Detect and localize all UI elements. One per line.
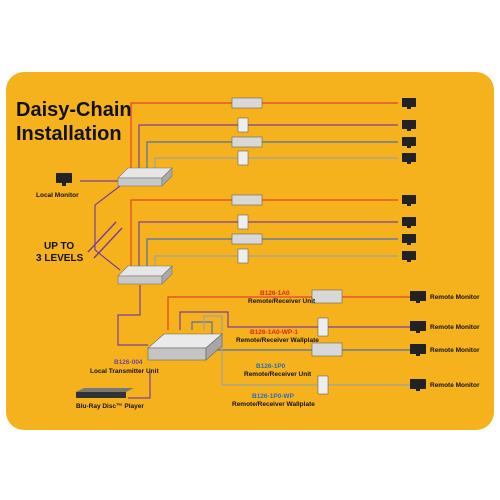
receiver-2-name: Remote/Receiver Wallplate [236,337,319,344]
title-line-2: Installation [16,123,122,145]
remote-monitor-label-3: Remote Monitor [430,347,480,354]
remote-monitor-label-1: Remote Monitor [430,294,480,301]
cable-tx-gray [203,315,318,386]
remote-monitor-label-4: Remote Monitor [430,382,480,389]
local-monitor-label: Local Monitor [36,192,79,199]
receiver-1-model: B126-1A0 [260,290,290,297]
transmitter-unit-icon [147,333,223,361]
receiver-3-model: B126-1P0 [256,363,286,370]
level-break-2 [93,227,123,259]
cable-bluray [128,372,151,399]
cable-chain-2-tx [117,285,148,346]
receiver-1-name: Remote/Receiver Unit [248,298,316,305]
bluray-player-label: Blu-Ray Disc™ Player [76,403,144,410]
cable-l2-purple [138,221,238,268]
cable-l2-red [130,199,232,268]
level-1-receivers [231,97,263,166]
remote-receiver-4 [317,375,329,395]
levels-line-1: UP TO [44,241,74,252]
cable-l2-blue [146,238,232,268]
receiver-4-name: Remote/Receiver Wallplate [232,401,315,408]
remote-receiver-2 [317,317,329,337]
levels-line-2: 3 LEVELS [36,253,84,264]
cable-l1-blue [146,141,232,170]
cable-lines [80,102,410,399]
remote-monitor-label-2: Remote Monitor [430,324,480,331]
bluray-player-icon [76,388,134,398]
cable-l1-red [130,102,232,170]
receiver-4-model: B126-1P0-WP [252,393,295,400]
local-monitor-icon [56,173,72,186]
hub-level-1 [117,167,173,187]
level-monitors [402,98,416,262]
title-line-1: Daisy-Chain [16,99,132,121]
remote-monitor-icons [410,291,426,391]
remote-receiver-1 [311,289,343,304]
level-2-receivers [231,194,263,264]
background-panel [6,72,494,430]
receiver-2-model: B126-1A0-WP-1 [250,329,298,336]
cable-l1-purple [138,124,238,170]
transmitter-model: B126-004 [114,359,143,366]
cable-l1-gray [154,157,238,170]
cable-l2-gray [154,255,238,268]
cable-tx-red [167,296,312,330]
hub-level-2 [117,265,173,285]
level-break-1 [87,221,117,253]
remote-receiver-3 [311,342,343,357]
cable-tx-blue [191,321,312,351]
receiver-3-name: Remote/Receiver Unit [244,371,312,378]
transmitter-name: Local Transmitter Unit [90,368,159,375]
cable-chain-1-2 [94,185,121,271]
cable-tx-purple [179,311,318,330]
